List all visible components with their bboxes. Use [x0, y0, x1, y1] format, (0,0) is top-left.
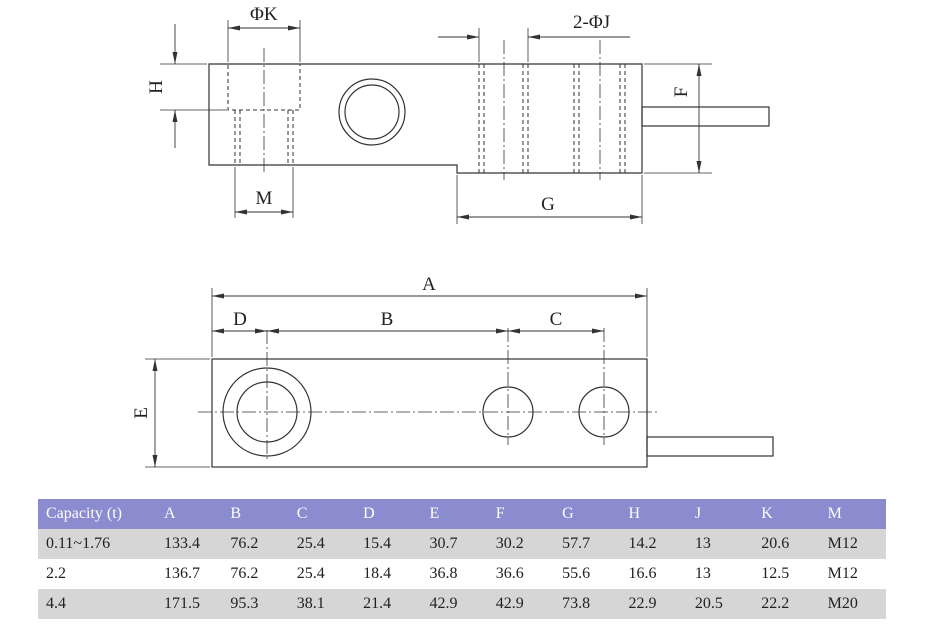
table-cell: 76.2 — [230, 535, 259, 552]
label-g: G — [541, 194, 555, 215]
label-a: A — [422, 274, 436, 295]
table-cell: 25.4 — [296, 535, 325, 552]
side-view-cable — [641, 106, 770, 127]
top-view-cable — [646, 436, 774, 457]
table-cell: 4.4 — [46, 595, 66, 612]
label-phi-k: ΦK — [250, 4, 278, 25]
table-cell: 133.4 — [164, 535, 200, 552]
table-cell: 22.9 — [628, 595, 657, 612]
label-e: E — [131, 407, 152, 419]
header-cell: E — [429, 505, 440, 522]
label-m: M — [256, 188, 273, 209]
table-header-row: Capacity (t) A B C D E F G H J K M — [38, 499, 886, 529]
table-cell: 20.5 — [694, 595, 723, 612]
table-cell: 95.3 — [230, 595, 259, 612]
label-f: F — [671, 87, 692, 98]
label-c: C — [550, 309, 563, 330]
table-row: 0.11~1.76 133.4 76.2 25.4 15.4 30.7 30.2… — [38, 529, 886, 559]
table-cell: 38.1 — [296, 595, 325, 612]
label-d: D — [233, 309, 247, 330]
table-cell: 13 — [694, 535, 711, 552]
specification-table: Capacity (t) A B C D E F G H J K M 0.11~… — [38, 499, 886, 619]
side-view-body — [208, 63, 643, 174]
label-h: H — [146, 80, 167, 94]
table-cell: 136.7 — [164, 565, 200, 582]
header-cell: K — [761, 505, 773, 522]
table-cell: 18.4 — [363, 565, 392, 582]
header-cell: M — [827, 505, 842, 522]
label-b: B — [381, 309, 394, 330]
side-view — [160, 20, 770, 224]
table-cell: 25.4 — [296, 565, 325, 582]
table-cell: 21.4 — [363, 595, 392, 612]
top-view — [145, 288, 774, 468]
header-cell: C — [296, 505, 308, 522]
table-cell: 22.2 — [761, 595, 790, 612]
table-cell: 30.2 — [495, 535, 524, 552]
top-view-body — [211, 358, 648, 468]
table-row: 2.2 136.7 76.2 25.4 18.4 36.8 36.6 55.6 … — [38, 559, 886, 589]
header-cell: F — [495, 505, 505, 522]
table-cell: M12 — [827, 535, 858, 552]
table-cell: 20.6 — [761, 535, 790, 552]
table-cell: 171.5 — [164, 595, 200, 612]
table-cell: 14.2 — [628, 535, 657, 552]
table-cell: M12 — [827, 565, 858, 582]
table-cell: 12.5 — [761, 565, 790, 582]
header-cell: D — [363, 505, 375, 522]
header-cell: Capacity (t) — [46, 505, 122, 522]
table-cell: 55.6 — [562, 565, 591, 582]
table-cell: 42.9 — [495, 595, 524, 612]
table-cell: 36.6 — [495, 565, 524, 582]
table-cell: M20 — [827, 595, 858, 612]
load-cell-drawing: ΦK 2-ΦJ H F M G — [131, 4, 774, 468]
table-cell: 13 — [694, 565, 711, 582]
side-view-center-hole-inner — [344, 84, 400, 140]
header-cell: G — [562, 505, 574, 522]
table-cell: 15.4 — [363, 535, 392, 552]
side-view-center-hole-outer — [338, 78, 406, 146]
header-cell: H — [628, 505, 641, 522]
header-cell: J — [694, 505, 702, 522]
label-two-phi-j: 2-ΦJ — [573, 12, 610, 33]
table-cell: 42.9 — [429, 595, 458, 612]
header-cell: A — [164, 505, 176, 522]
table-cell: 73.8 — [562, 595, 591, 612]
table-cell: 2.2 — [46, 565, 66, 582]
table-cell: 16.6 — [628, 565, 657, 582]
table-cell: 76.2 — [230, 565, 259, 582]
header-cell: B — [230, 505, 242, 522]
table-cell: 0.11~1.76 — [46, 535, 111, 552]
table-cell: 36.8 — [429, 565, 458, 582]
table-cell: 30.7 — [429, 535, 458, 552]
table-cell: 57.7 — [562, 535, 591, 552]
table-row: 4.4 171.5 95.3 38.1 21.4 42.9 42.9 73.8 … — [38, 589, 886, 619]
